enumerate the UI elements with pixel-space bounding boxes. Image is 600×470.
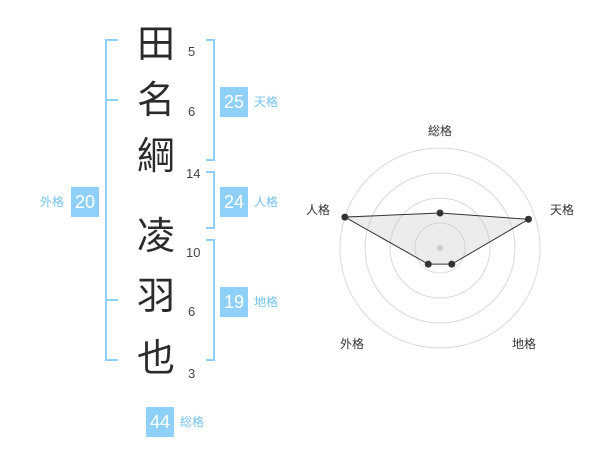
tenkaku-bracket (206, 39, 215, 161)
stroke-count-2: 6 (188, 104, 196, 119)
chikaku-value: 19 (220, 287, 248, 317)
radar-point-4 (341, 213, 349, 221)
chikaku-label: 地格 (254, 295, 279, 309)
gaikaku-label: 外格 (40, 195, 65, 209)
radar-label-jinkaku: 人格 (305, 203, 330, 217)
radar-ring (364, 172, 516, 324)
stroke-count-5: 6 (188, 304, 196, 319)
radar-ring (414, 222, 466, 274)
stroke-count-3: 14 (186, 166, 201, 181)
stroke-count-6: 3 (188, 366, 196, 381)
name-char-5: 羽 (136, 274, 175, 318)
radar-ring (389, 197, 491, 299)
name-char-2: 名 (136, 78, 175, 122)
name-char-3: 綱 (136, 134, 175, 178)
radar-area (343, 212, 531, 265)
chikaku-bracket (206, 239, 215, 361)
radar-point-3 (424, 260, 432, 268)
radar-label-tenkaku: 天格 (549, 203, 574, 217)
radar-grid (339, 147, 541, 349)
radar-point-0 (436, 209, 444, 217)
name-char-4: 凌 (136, 214, 175, 258)
name-char-1: 田 (136, 22, 175, 66)
radar-points (341, 209, 532, 268)
radar-label-gaikaku: 外格 (339, 337, 364, 351)
radar-label-soukaku: 総格 (427, 124, 452, 138)
soukaku-value: 44 (146, 407, 174, 437)
radar-ring (339, 147, 541, 349)
jinkaku-label: 人格 (254, 195, 279, 209)
jinkaku-bracket (206, 171, 215, 229)
jinkaku-value: 24 (220, 187, 248, 217)
radar-point-2 (448, 260, 456, 268)
radar-point-1 (524, 215, 532, 223)
radar-center-dot (437, 245, 443, 251)
soukaku-label: 総格 (180, 415, 205, 429)
stroke-count-1: 5 (188, 44, 196, 59)
gaikaku-value: 20 (71, 187, 99, 217)
stroke-count-4: 10 (186, 245, 201, 260)
tenkaku-label: 天格 (254, 95, 279, 109)
radar-label-chikaku: 地格 (511, 337, 536, 351)
tenkaku-value: 25 (220, 87, 248, 117)
name-char-6: 也 (136, 336, 175, 380)
gaikaku-bracket (105, 39, 118, 361)
